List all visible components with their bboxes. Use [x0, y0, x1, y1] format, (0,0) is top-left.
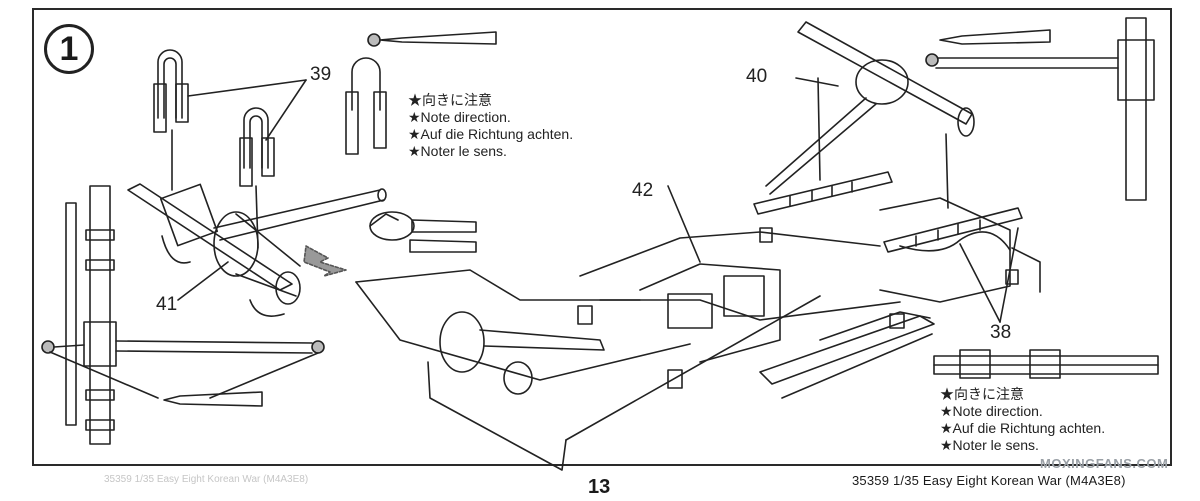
clip-39-a — [153, 49, 189, 191]
spring-38-b — [883, 207, 1023, 253]
page-number: 13 — [588, 476, 611, 498]
hub-detail — [369, 211, 477, 253]
cement-tube-icon — [163, 391, 263, 407]
axle-detail-right — [925, 17, 1155, 201]
note-fr: ★Noter le sens. — [940, 437, 1039, 453]
spring-38-a — [753, 171, 893, 215]
part-label-42: 42 — [632, 180, 654, 201]
watermark: MOXINGFANS.COM — [1040, 456, 1169, 471]
leaf-spring-detail — [933, 349, 1159, 379]
note-jp: ★向きに注意 — [408, 92, 492, 108]
flow-arrow-icon — [303, 245, 347, 277]
axle-detail-left — [41, 185, 325, 445]
note-en: ★Note direction. — [940, 403, 1043, 419]
axle-40 — [765, 21, 975, 209]
clip-39-b — [239, 107, 275, 249]
part-label-39: 39 — [310, 64, 332, 85]
part-label-38: 38 — [990, 322, 1012, 343]
step-number-badge: 1 — [44, 24, 94, 74]
note-de: ★Auf die Richtung achten. — [940, 420, 1106, 436]
direction-note-top: ★向きに注意 ★Note direction. ★Auf die Richtun… — [408, 92, 573, 160]
note-fr: ★Noter le sens. — [408, 143, 507, 159]
note-jp: ★向きに注意 — [940, 386, 1024, 402]
part-label-40: 40 — [746, 66, 768, 87]
clip-detail-top — [345, 31, 497, 155]
part-label-41: 41 — [156, 294, 178, 315]
step-frame — [32, 8, 1172, 466]
main-chassis — [355, 197, 1041, 471]
direction-note-bottom: ★向きに注意 ★Note direction. ★Auf die Richtun… — [940, 386, 1105, 454]
footer-title: 35359 1/35 Easy Eight Korean War (M4A3E8… — [852, 473, 1126, 488]
axle-41 — [127, 183, 387, 317]
note-de: ★Auf die Richtung achten. — [408, 126, 574, 142]
note-en: ★Note direction. — [408, 109, 511, 125]
bleed-through-text: 35359 1/35 Easy Eight Korean War (M4A3E8… — [104, 474, 309, 485]
